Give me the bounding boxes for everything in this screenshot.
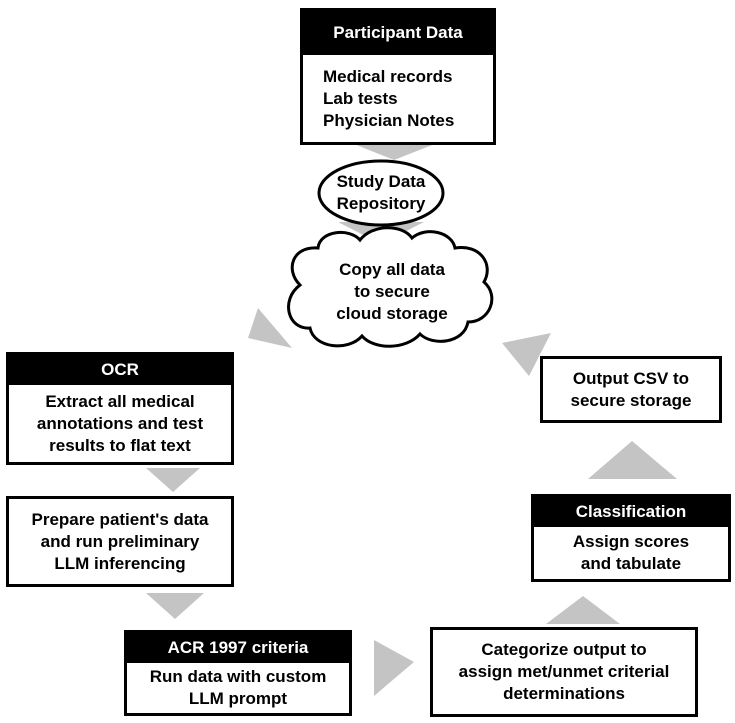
arrow-prepare-to-acr [146,593,204,619]
output-csv-body: Output CSV to secure storage [570,368,692,410]
arrow-ocr-to-prepare [146,468,200,492]
categorize-box: Categorize output to assign met/unmet cr… [430,627,698,717]
ocr-title: OCR [9,355,231,385]
acr-criteria-box: ACR 1997 criteria Run data with custom L… [124,630,352,716]
study-data-repository-label: Study Data Repository [336,172,426,213]
participant-data-title: Participant Data [303,11,493,55]
prepare-box: Prepare patient's data and run prelimina… [6,496,234,587]
prepare-body: Prepare patient's data and run prelimina… [31,509,209,573]
arrow-acr-to-categorize [374,640,414,696]
cloud-storage-shape [287,226,494,348]
arrow-classification-to-output [588,441,677,479]
ocr-box: OCR Extract all medical annotations and … [6,352,234,465]
participant-data-body: Medical records Lab tests Physician Note… [323,66,455,130]
arrow-ocr-to-cloud [248,308,292,348]
acr-criteria-title: ACR 1997 criteria [127,633,349,663]
arrow-categorize-to-classification [546,596,620,624]
acr-criteria-body: Run data with custom LLM prompt [149,667,327,708]
categorize-body: Categorize output to assign met/unmet cr… [458,640,670,703]
classification-box: Classification Assign scores and tabulat… [531,494,731,582]
participant-data-box: Participant Data Medical records Lab tes… [300,8,496,145]
classification-body: Assign scores and tabulate [572,532,690,573]
study-data-repository-shape [317,159,445,227]
ocr-body: Extract all medical annotations and test… [36,391,204,455]
cloud-storage-label: Copy all data to secure cloud storage [336,260,448,323]
output-csv-box: Output CSV to secure storage [540,356,722,423]
arrow-output-to-cloud [502,333,551,376]
classification-title: Classification [534,497,728,527]
